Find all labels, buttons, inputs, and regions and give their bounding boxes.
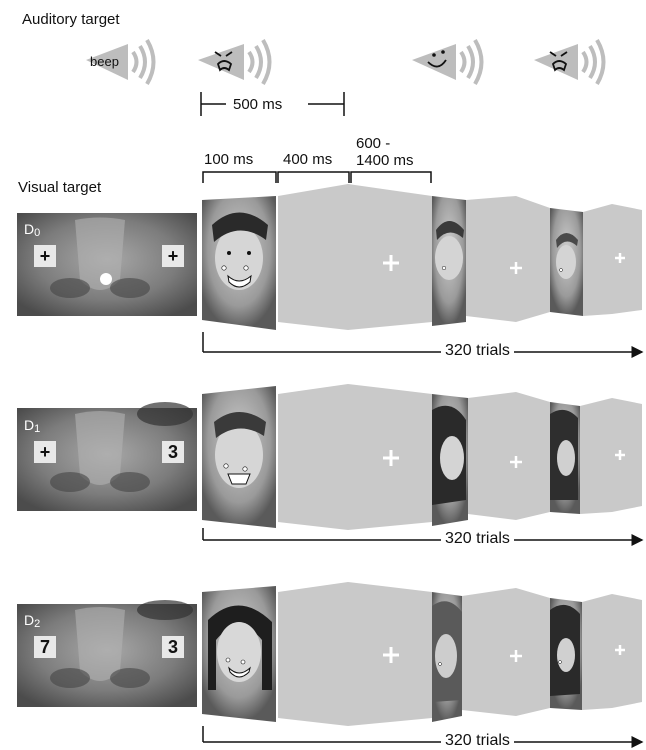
condition-label-d2: D2 xyxy=(24,612,41,630)
visual-target-label: Visual target xyxy=(18,179,102,196)
condition-label-d1: D1 xyxy=(24,417,41,435)
left-target-symbol-d0: + xyxy=(34,245,56,267)
right-target-symbol-d2: 3 xyxy=(162,636,184,658)
timing-600-label: 600 - xyxy=(356,135,391,152)
speaker-fearful-voice-icon xyxy=(198,38,272,86)
speaker-fearful-voice-icon-2 xyxy=(534,38,606,86)
trials-label-d1: 320 trials xyxy=(441,531,514,547)
bracket-500ms xyxy=(200,92,345,116)
row-d0 xyxy=(17,184,644,358)
left-target-symbol-d2: 7 xyxy=(34,636,56,658)
auditory-target-label: Auditory target xyxy=(22,11,120,28)
left-target-symbol-d1: + xyxy=(34,441,56,463)
blank-panel xyxy=(278,184,348,330)
row-d1 xyxy=(17,384,644,546)
timing-400ms-label: 400 ms xyxy=(283,151,333,168)
trials-label-d2: 320 trials xyxy=(441,733,514,749)
timing-100ms-label: 100 ms xyxy=(204,151,254,168)
right-target-symbol-d0: + xyxy=(162,245,184,267)
right-target-symbol-d1: 3 xyxy=(162,441,184,463)
timing-1400ms-label: 1400 ms xyxy=(356,152,414,169)
condition-label-d0: D0 xyxy=(24,221,41,239)
speaker-beep-icon xyxy=(86,38,156,86)
trials-label-d0: 320 trials xyxy=(441,343,514,359)
timing-500ms-label: 500 ms xyxy=(233,96,283,113)
row-d2 xyxy=(17,582,644,748)
bracket-durations xyxy=(202,171,432,183)
beep-label: beep xyxy=(90,54,119,69)
fixation-dot xyxy=(100,273,112,285)
speaker-happy-voice-icon xyxy=(412,38,484,86)
